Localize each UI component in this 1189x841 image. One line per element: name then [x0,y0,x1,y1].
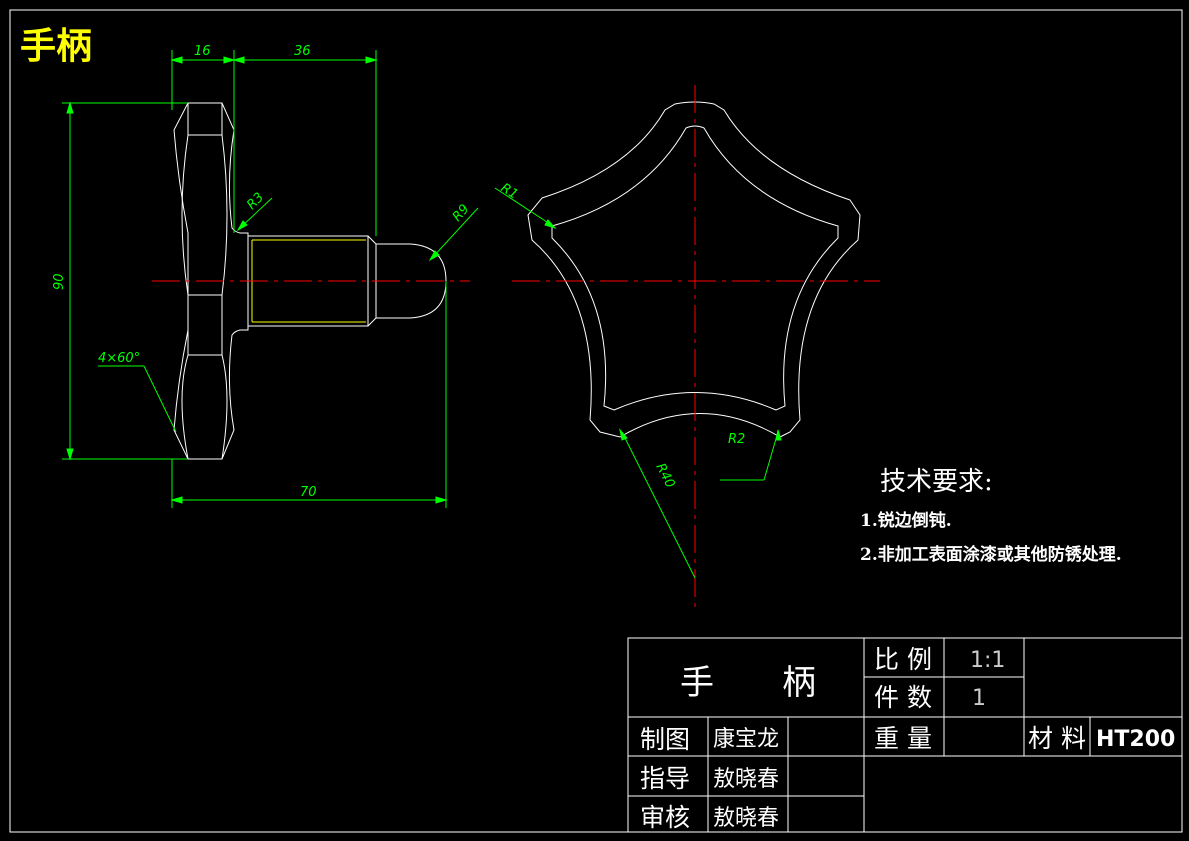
arrow-36-right [365,56,378,64]
drawing-frame [9,9,1183,833]
arrow-16-right [223,56,236,64]
front-view [527,101,861,438]
side-view [173,102,447,460]
title-block-text: 手 柄 比 例 1:1 件 数 1 重 量 材 料 HT200 制图 康宝龙 指… [640,645,1175,832]
hub-curve-left [181,134,189,296]
dim-text-r9: R9 [450,202,473,225]
dim-text-r1: R1 [498,181,521,203]
requirement-item-2: 2.非加工表面涂漆或其他防锈处理. [860,544,1122,565]
title-block-border [627,637,1183,833]
dim-text-90: 90 [52,273,67,290]
hub-outline [173,102,249,460]
front-view-dimensions [494,187,782,579]
tb-guide-label: 指导 [640,764,690,793]
shaft-chamfer-bot [367,317,377,327]
arrow-90-top [66,101,74,114]
arrow-70-right [435,496,448,504]
dim-text-16: 16 [194,44,211,59]
leader-r1 [494,187,554,227]
dim-text-r2: R2 [728,432,745,447]
arrow-r9 [428,250,440,262]
dim-text-r3: R3 [244,190,267,213]
tb-weight-label: 重 量 [874,724,932,753]
leader-chamfer [143,365,177,433]
tb-check-label: 审核 [640,803,690,832]
star-outer-outline [527,101,861,438]
hub-curve-right [221,134,228,296]
side-view-dimension-text: 16 36 90 70 R3 R9 4×60° [52,44,473,500]
tb-material-label: 材 料 [1028,724,1086,753]
requirements-heading: 技术要求: [880,467,993,497]
tb-check-name: 敖晓春 [713,806,779,831]
tb-drawn-label: 制图 [640,725,690,754]
arrow-r1 [544,219,557,229]
arrow-16-left [170,56,183,64]
arrow-r3 [236,220,248,232]
sheet-title: 手柄 [20,26,92,67]
tb-material-value: HT200 [1096,727,1175,752]
tb-scale-value: 1:1 [970,648,1005,673]
dim-text-70: 70 [300,485,317,500]
tb-count-value: 1 [972,686,986,711]
arrow-r40 [619,428,628,441]
tb-drawn-name: 康宝龙 [713,727,779,752]
front-view-dimension-text: R1 R2 R40 [498,181,745,491]
tb-count-label: 件 数 [874,683,932,712]
hub-curve-left2 [181,354,189,460]
leader-r9 [431,207,479,259]
requirement-item-1: 1.锐边倒钝. [860,510,952,531]
dim-text-chamfer: 4×60° [98,351,140,366]
tb-scale-label: 比 例 [874,645,932,674]
tb-guide-name: 敖晓春 [713,767,779,792]
tb-part-name: 手 柄 [680,663,816,703]
leader-r40 [621,431,696,579]
title-block [627,637,1183,833]
dim-text-r40: R40 [652,461,677,491]
arrow-36-left [232,56,245,64]
arrow-90-bot [66,448,74,461]
shaft-chamfer-top [367,235,377,245]
side-view-dimensions [62,50,479,508]
hub-curve-right2 [221,354,228,460]
arrow-r2 [775,429,782,441]
technical-requirements: 技术要求: 1.锐边倒钝. 2.非加工表面涂漆或其他防锈处理. [860,467,1122,565]
arrow-70-left [170,496,183,504]
dim-text-36: 36 [294,44,311,59]
